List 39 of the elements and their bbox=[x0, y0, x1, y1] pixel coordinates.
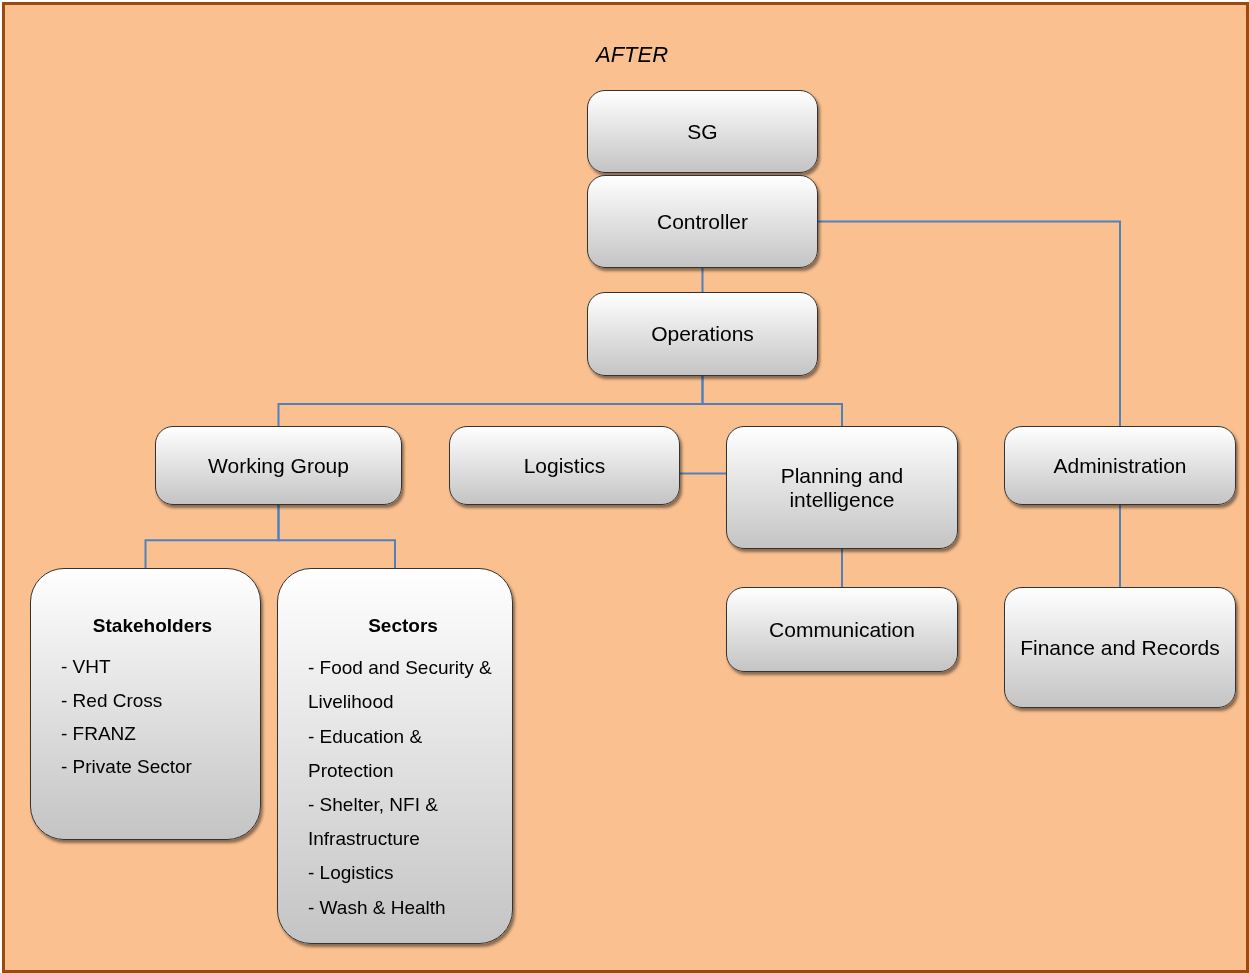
connector-line bbox=[817, 220, 1121, 427]
org-box bbox=[587, 175, 818, 268]
org-box bbox=[155, 426, 402, 505]
org-box bbox=[726, 587, 958, 672]
list-item: - FRANZ bbox=[61, 721, 137, 746]
connector-line bbox=[1119, 504, 1121, 588]
list-item: - VHT bbox=[61, 655, 112, 680]
box-label: Administration bbox=[1053, 453, 1187, 478]
box-label: Working Group bbox=[208, 453, 349, 478]
box-label: Controller bbox=[656, 209, 748, 234]
connector-line bbox=[701, 375, 843, 427]
box-label: SG bbox=[687, 119, 718, 144]
org-box bbox=[1004, 426, 1236, 505]
box-heading: Stakeholders bbox=[91, 614, 214, 638]
list-item: - Education & Protection bbox=[308, 724, 424, 783]
org-box bbox=[30, 568, 261, 840]
connector-line bbox=[841, 548, 843, 588]
diagram-title: AFTER bbox=[596, 42, 669, 68]
org-box bbox=[449, 426, 680, 505]
box-label: Finance and Records bbox=[1020, 635, 1220, 660]
connector-line bbox=[701, 267, 704, 293]
box-label: Operations bbox=[651, 322, 754, 346]
box-label: Planning and intelligence bbox=[779, 463, 905, 512]
org-box bbox=[726, 426, 958, 549]
box-label: Logistics bbox=[523, 453, 606, 478]
list-item: - Food and Security & Livelihood bbox=[308, 656, 493, 715]
box-label: Communication bbox=[769, 617, 915, 642]
org-box bbox=[587, 90, 818, 173]
org-box bbox=[587, 292, 818, 376]
org-box bbox=[1004, 587, 1236, 708]
list-item: - Red Cross bbox=[61, 688, 164, 713]
connector-line bbox=[277, 504, 396, 569]
box-heading: Sectors bbox=[367, 614, 439, 638]
org-box bbox=[277, 568, 513, 944]
connector-line bbox=[679, 472, 727, 475]
list-item: - Shelter, NFI & Infrastructure bbox=[308, 792, 439, 852]
list-item: - Logistics bbox=[308, 861, 395, 886]
list-item: - Private Sector bbox=[61, 755, 193, 779]
list-item: - Wash & Health bbox=[308, 895, 447, 920]
